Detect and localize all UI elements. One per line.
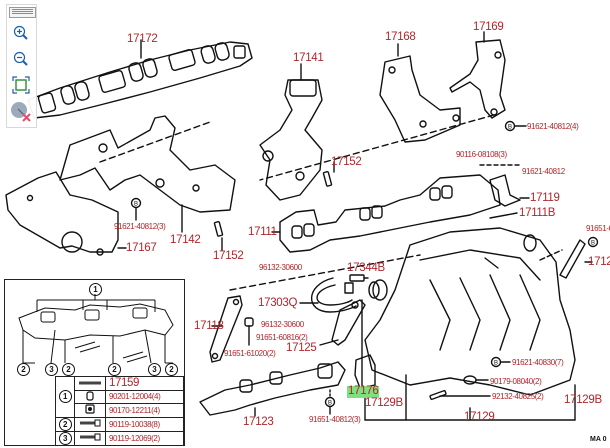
callout-2: 2: [17, 363, 30, 376]
part-label-17344B[interactable]: 17344B: [347, 262, 385, 274]
part-label-17303Q[interactable]: 17303Q: [258, 297, 298, 309]
legend-row: 3 90119-12069(2): [55, 430, 184, 446]
part-label-90179-08040-2[interactable]: 90179-08040(2): [490, 377, 542, 386]
callout-3: 3: [58, 431, 72, 445]
rod-17125: [319, 299, 366, 346]
washer-icon: [74, 389, 106, 404]
zoom-out-button[interactable]: [10, 48, 32, 70]
part-label-91621-40812-4[interactable]: 91621-40812(4): [527, 122, 579, 131]
exhaust-manifold-17142: [59, 115, 236, 233]
legend-row: 2 90119-10038(8): [55, 416, 184, 432]
part-label-91651-6-edge[interactable]: 91651-6: [586, 224, 610, 233]
gasket-17176: [354, 354, 376, 389]
diagram-code: MA 0: [590, 436, 607, 443]
callout-1: 1: [58, 390, 72, 404]
gasket-17172: [27, 39, 253, 119]
intake-plenum-17129: [364, 227, 576, 396]
part-label-17123[interactable]: 17123: [243, 416, 274, 428]
callout-2: 2: [62, 363, 75, 376]
magnifier-plus-icon: [13, 25, 28, 40]
svg-text:B: B: [508, 125, 512, 131]
heat-insulator-17167: [5, 171, 127, 256]
nut-icon: [74, 403, 106, 418]
bolt-long-icon: [74, 376, 106, 391]
legend-row: 90170-12211(4): [56, 403, 184, 418]
legend-row: 1 17159: [55, 376, 184, 418]
legend-row: 90201-12004(4): [56, 389, 184, 404]
magnifier-cross-icon: [11, 102, 31, 122]
legend-part-90119-10038[interactable]: 90119-10038(8): [105, 416, 184, 432]
legend-part-90170-12211[interactable]: 90170-12211(4): [105, 403, 184, 418]
magnifier-minus-icon: [13, 51, 28, 66]
part-label-17142[interactable]: 17142: [170, 234, 201, 246]
legend-part-17159[interactable]: 17159: [105, 376, 184, 391]
part-label-91621-40812-3[interactable]: 91621-40812(3): [114, 222, 166, 231]
union-17344B: [349, 274, 369, 282]
legend-ref-cell: 1: [55, 376, 75, 418]
reset-zoom-button[interactable]: [10, 101, 32, 123]
part-label-17172[interactable]: 17172: [127, 33, 158, 45]
part-label-91621-40830-7[interactable]: 91621-40830(7): [512, 358, 564, 367]
part-label-17168[interactable]: 17168: [385, 31, 416, 43]
part-label-91651-40812-3[interactable]: 91651-40812(3): [309, 415, 361, 424]
intake-manifold-section-17111: [271, 164, 521, 253]
legend-ref-cell: 3: [55, 430, 75, 446]
viewer-toolbar: [6, 4, 37, 128]
part-label-17119[interactable]: 17119: [530, 192, 560, 204]
legend-inset: 1 2 3 2 2 3 2 1 17159 90201-12004(4) 901…: [4, 279, 185, 446]
exhaust-manifold-17141: [259, 63, 323, 201]
part-label-17111B[interactable]: 17111B: [519, 207, 556, 219]
fuel-rail-17123: [199, 361, 346, 417]
rod-17125-right: B: [559, 236, 599, 279]
part-label-91621-40812[interactable]: 91621-40812: [522, 167, 565, 176]
part-label-96132-30600-upper[interactable]: 96132-30600: [259, 263, 302, 272]
hamburger-menu-icon[interactable]: [9, 7, 36, 18]
legend-table: 1 17159 90201-12004(4) 90170-12211(4) 2 …: [55, 376, 184, 446]
part-label-17167[interactable]: 17167: [126, 242, 157, 254]
legend-part-90201-12004[interactable]: 90201-12004(4): [105, 389, 184, 404]
part-label-17152-upper[interactable]: 17152: [331, 156, 362, 168]
heat-insulator-17168: [379, 43, 461, 143]
part-label-96132-30600-lower[interactable]: 96132-30600: [261, 320, 304, 329]
zoom-in-button[interactable]: [10, 22, 32, 44]
part-label-17125-edge[interactable]: 17125: [588, 256, 610, 268]
part-label-17118[interactable]: 17118: [194, 320, 224, 332]
inset-diagram: [18, 294, 174, 364]
part-label-17125[interactable]: 17125: [286, 342, 317, 354]
part-label-91651-60816-2[interactable]: 91651-60816(2): [256, 333, 308, 342]
part-label-17111[interactable]: 17111: [248, 226, 277, 238]
bolt-short-icon: [74, 430, 106, 446]
part-label-92132-40825-2[interactable]: 92132-40825(2): [492, 392, 544, 401]
part-label-17141[interactable]: 17141: [293, 52, 324, 64]
svg-text:B: B: [328, 401, 332, 407]
part-label-17129B-right[interactable]: 17129B: [564, 394, 602, 406]
part-label-90116-08108-3[interactable]: 90116-08108(3): [456, 150, 507, 159]
heat-insulator-17169: [449, 31, 506, 119]
stay-17118: [209, 254, 421, 363]
callout-3: 3: [148, 363, 161, 376]
part-label-17152-lower[interactable]: 17152: [213, 250, 244, 262]
legend-part-90119-12069[interactable]: 90119-12069(2): [105, 430, 184, 446]
callout-2: 2: [165, 363, 178, 376]
part-label-17176-highlighted[interactable]: 17176: [347, 385, 380, 398]
fit-frame-icon: [12, 76, 30, 94]
part-label-91651-61020-2[interactable]: 91651-61020(2): [224, 349, 276, 358]
svg-text:B: B: [591, 241, 595, 247]
callout-1-top: 1: [89, 283, 102, 296]
svg-text:B: B: [134, 202, 138, 208]
svg-text:B: B: [494, 361, 498, 367]
callout-2: 2: [58, 417, 72, 431]
callout-3: 3: [45, 363, 58, 376]
bracket-17119: [489, 174, 530, 219]
stud-17152: [213, 161, 335, 251]
part-label-17129B-left[interactable]: 17129B: [365, 397, 403, 409]
callout-2: 2: [108, 363, 121, 376]
part-label-17129[interactable]: 17129: [464, 411, 495, 423]
part-label-17169[interactable]: 17169: [473, 21, 504, 33]
legend-ref-cell: 2: [55, 416, 75, 432]
fit-to-screen-button[interactable]: [10, 74, 32, 96]
bolt-short-icon: [74, 416, 106, 432]
